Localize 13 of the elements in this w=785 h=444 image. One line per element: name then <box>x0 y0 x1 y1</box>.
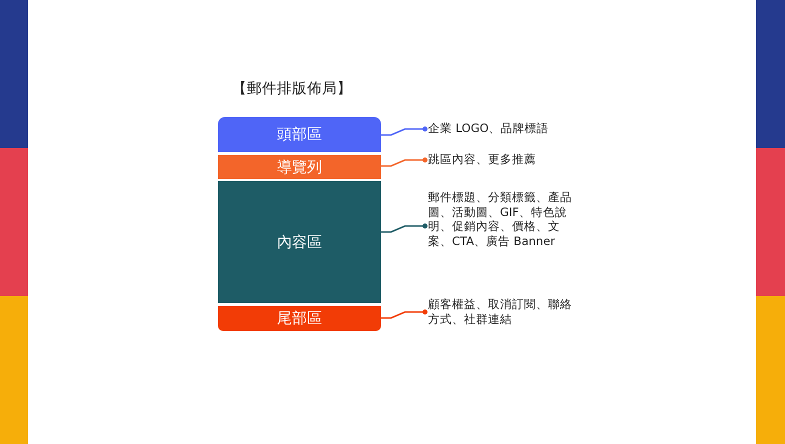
content-block: 內容區 <box>218 181 381 303</box>
description-text: 顧客權益、取消訂閱、聯絡方式、社群連結 <box>428 297 578 326</box>
description-text: 企業 LOGO、品牌標語 <box>428 121 578 136</box>
leader-line <box>381 310 428 319</box>
leader-line <box>381 224 428 233</box>
nav-block: 導覽列 <box>218 155 381 179</box>
footer-block: 尾部區 <box>218 306 381 331</box>
title: 【郵件排版佈局】 <box>232 80 352 98</box>
header-block: 頭部區 <box>218 117 381 152</box>
description-text: 郵件標題、分類標籤、產品圖、活動圖、GIF、特色說明、促銷內容、價格、文案、CTA、廣告 Banner <box>428 190 578 248</box>
leader-line <box>381 126 428 136</box>
description-text: 跳區內容、更多推薦 <box>428 152 578 167</box>
leader-line <box>381 158 428 167</box>
